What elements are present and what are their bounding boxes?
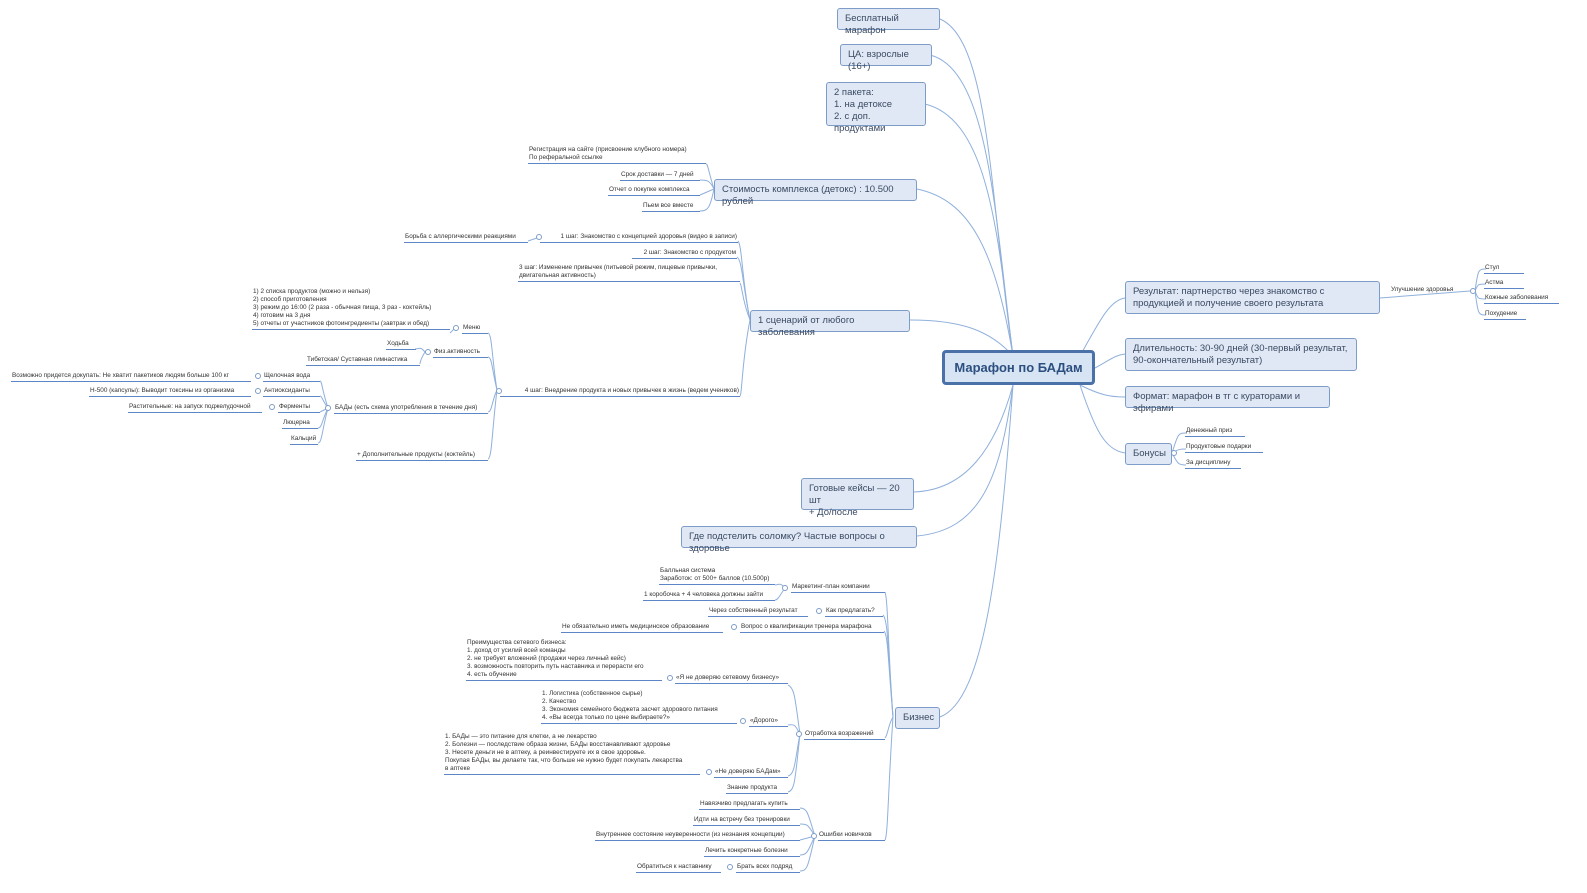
leaf-mistake[interactable]: Внутреннее состояние неуверенности (из н… — [595, 831, 800, 841]
collapse-icon[interactable] — [706, 769, 712, 775]
collapse-icon[interactable] — [1470, 288, 1476, 294]
leaf-expensive[interactable]: «Дорого» — [749, 717, 788, 727]
collapse-icon[interactable] — [496, 388, 502, 394]
leaf-expensive-answers[interactable]: 1. Логистика (собственное сырье) 2. Каче… — [541, 690, 737, 724]
leaf-mistakes[interactable]: Ошибки новичков — [818, 831, 885, 841]
leaf-extra[interactable]: + Дополнительные продукты (коктейль) — [356, 451, 488, 461]
leaf-bads-answers[interactable]: 1. БАДы — это питание для клетки, а не л… — [444, 733, 700, 775]
topic-faq[interactable]: Где подстелить соломку? Частые вопросы о… — [681, 526, 917, 554]
leaf-qualification[interactable]: Вопрос о квалификации тренера марафона — [740, 623, 884, 633]
collapse-icon[interactable] — [255, 388, 261, 394]
leaf-bonus-item[interactable]: Денежный приз — [1185, 427, 1245, 437]
leaf-points[interactable]: Балльная система Заработок: от 500+ балл… — [659, 567, 775, 585]
topic-packages[interactable]: 2 пакета: 1. на детоксе 2. с доп. продук… — [826, 82, 926, 134]
root-topic[interactable]: Марафон по БАДам — [942, 350, 1095, 385]
topic-audience[interactable]: ЦА: взрослые (16+) — [840, 44, 932, 72]
collapse-icon[interactable] — [731, 624, 737, 630]
leaf-distrust-bads[interactable]: «Не доверяю БАДам» — [714, 768, 788, 778]
leaf-cost-item[interactable]: Регистрация на сайте (присвоение клубног… — [528, 146, 706, 164]
leaf-alkaline[interactable]: Щелочная вода — [263, 372, 320, 382]
leaf-bads[interactable]: БАДы (есть схема употребления в течение … — [334, 404, 488, 414]
collapse-icon[interactable] — [425, 349, 431, 355]
topic-cases[interactable]: Готовые кейсы — 20 шт + До/после — [801, 478, 914, 518]
leaf-bonus-item[interactable]: За дисциплину — [1185, 459, 1241, 469]
leaf-own-result[interactable]: Через собственный результат — [708, 607, 808, 617]
leaf-walking[interactable]: Ходьба — [386, 340, 416, 350]
collapse-icon[interactable] — [325, 405, 331, 411]
leaf-how[interactable]: Как предлагать? — [825, 607, 883, 617]
leaf-calcium[interactable]: Кальций — [290, 435, 318, 445]
leaf-no-medical[interactable]: Не обязательно иметь медицинское образов… — [561, 623, 723, 633]
leaf-antiox-note[interactable]: Н-500 (капсулы): Выводит токсины из орга… — [89, 387, 251, 397]
leaf-box[interactable]: 1 коробочка + 4 человека должны зайти — [643, 591, 775, 601]
leaf-result-item[interactable]: Стул — [1484, 264, 1524, 274]
collapse-icon[interactable] — [796, 731, 802, 737]
topic-business[interactable]: Бизнес — [895, 707, 940, 729]
topic-cost[interactable]: Стоимость комплекса (детокс) : 10.500 ру… — [714, 179, 917, 207]
collapse-icon[interactable] — [740, 718, 746, 724]
leaf-advantages[interactable]: Преимущества сетевого бизнеса: 1. доход … — [466, 639, 662, 681]
collapse-icon[interactable] — [727, 864, 733, 870]
leaf-marketing[interactable]: Маркетинг-план компании — [791, 583, 885, 593]
collapse-icon[interactable] — [811, 833, 817, 839]
topic-result[interactable]: Результат: партнерство через знакомство … — [1125, 281, 1380, 314]
leaf-step3[interactable]: 3 шаг: Изменение привычек (питьевой режи… — [518, 264, 740, 282]
leaf-mistake-note[interactable]: Обратиться к наставнику — [636, 863, 721, 873]
leaf-enzymes[interactable]: Ферменты — [278, 403, 320, 413]
leaf-result-item[interactable]: Кожные заболевания — [1484, 294, 1559, 304]
topic-bonuses[interactable]: Бонусы — [1125, 443, 1172, 465]
topic-free-marathon[interactable]: Бесплатный марафон — [837, 8, 940, 36]
leaf-antiox[interactable]: Антиоксиданты — [263, 387, 320, 397]
topic-duration[interactable]: Длительность: 30-90 дней (30-первый резу… — [1125, 338, 1357, 371]
leaf-product-knowledge[interactable]: Знание продукта — [726, 784, 788, 794]
leaf-cost-item[interactable]: Отчет о покупке комплекса — [608, 186, 700, 196]
collapse-icon[interactable] — [667, 675, 673, 681]
leaf-mistake[interactable]: Идти на встречу без тренировки — [693, 816, 800, 826]
leaf-phys[interactable]: Физ.активность — [433, 348, 488, 358]
leaf-menu-detail[interactable]: 1) 2 списка продуктов (можно и нельзя) 2… — [252, 288, 450, 330]
leaf-cost-item[interactable]: Пьем все вместе — [642, 202, 700, 212]
leaf-result-item[interactable]: Похудение — [1484, 310, 1526, 320]
collapse-icon[interactable] — [1171, 450, 1177, 456]
leaf-step2[interactable]: 2 шаг: Знакомство с продуктом — [632, 249, 737, 259]
leaf-distrust-net[interactable]: «Я не доверяю сетевому бизнесу» — [675, 674, 788, 684]
leaf-step4[interactable]: 4 шаг: Внедрение продукта и новых привыч… — [500, 387, 740, 397]
leaf-health-improvement[interactable]: Улучшение здоровья — [1391, 286, 1454, 293]
leaf-mistake[interactable]: Брать всех подряд — [736, 863, 800, 873]
leaf-cost-item[interactable]: Срок доставки — 7 дней — [620, 171, 700, 181]
leaf-bonus-item[interactable]: Продуктовые подарки — [1185, 443, 1263, 453]
collapse-icon[interactable] — [255, 373, 261, 379]
topic-scenario[interactable]: 1 сценарий от любого заболевания — [750, 310, 910, 338]
leaf-objections[interactable]: Отработка возражений — [804, 730, 885, 740]
collapse-icon[interactable] — [269, 404, 275, 410]
collapse-icon[interactable] — [453, 325, 459, 331]
topic-format[interactable]: Формат: марафон в тг с кураторами и эфир… — [1125, 386, 1330, 414]
leaf-tibetan[interactable]: Тибетская/ Суставная гимнастика — [306, 356, 420, 366]
leaf-mistake[interactable]: Навязчиво предлагать купить — [699, 800, 800, 810]
leaf-alkaline-note[interactable]: Возможно придется докупать: Не хватит па… — [11, 372, 251, 382]
leaf-allergy[interactable]: Борьба с аллергическими реакциями — [404, 233, 528, 243]
collapse-icon[interactable] — [782, 585, 788, 591]
collapse-icon[interactable] — [816, 608, 822, 614]
leaf-lucerne[interactable]: Люцерна — [282, 419, 318, 429]
leaf-result-item[interactable]: Астма — [1484, 279, 1524, 289]
leaf-mistake[interactable]: Лечить конкретные болезни — [704, 847, 800, 857]
leaf-enzymes-note[interactable]: Растительные: на запуск поджелудочной — [128, 403, 262, 413]
leaf-step1[interactable]: 1 шаг: Знакомство с концепцией здоровья … — [540, 233, 738, 243]
leaf-menu[interactable]: Меню — [462, 324, 488, 334]
collapse-icon[interactable] — [536, 234, 542, 240]
